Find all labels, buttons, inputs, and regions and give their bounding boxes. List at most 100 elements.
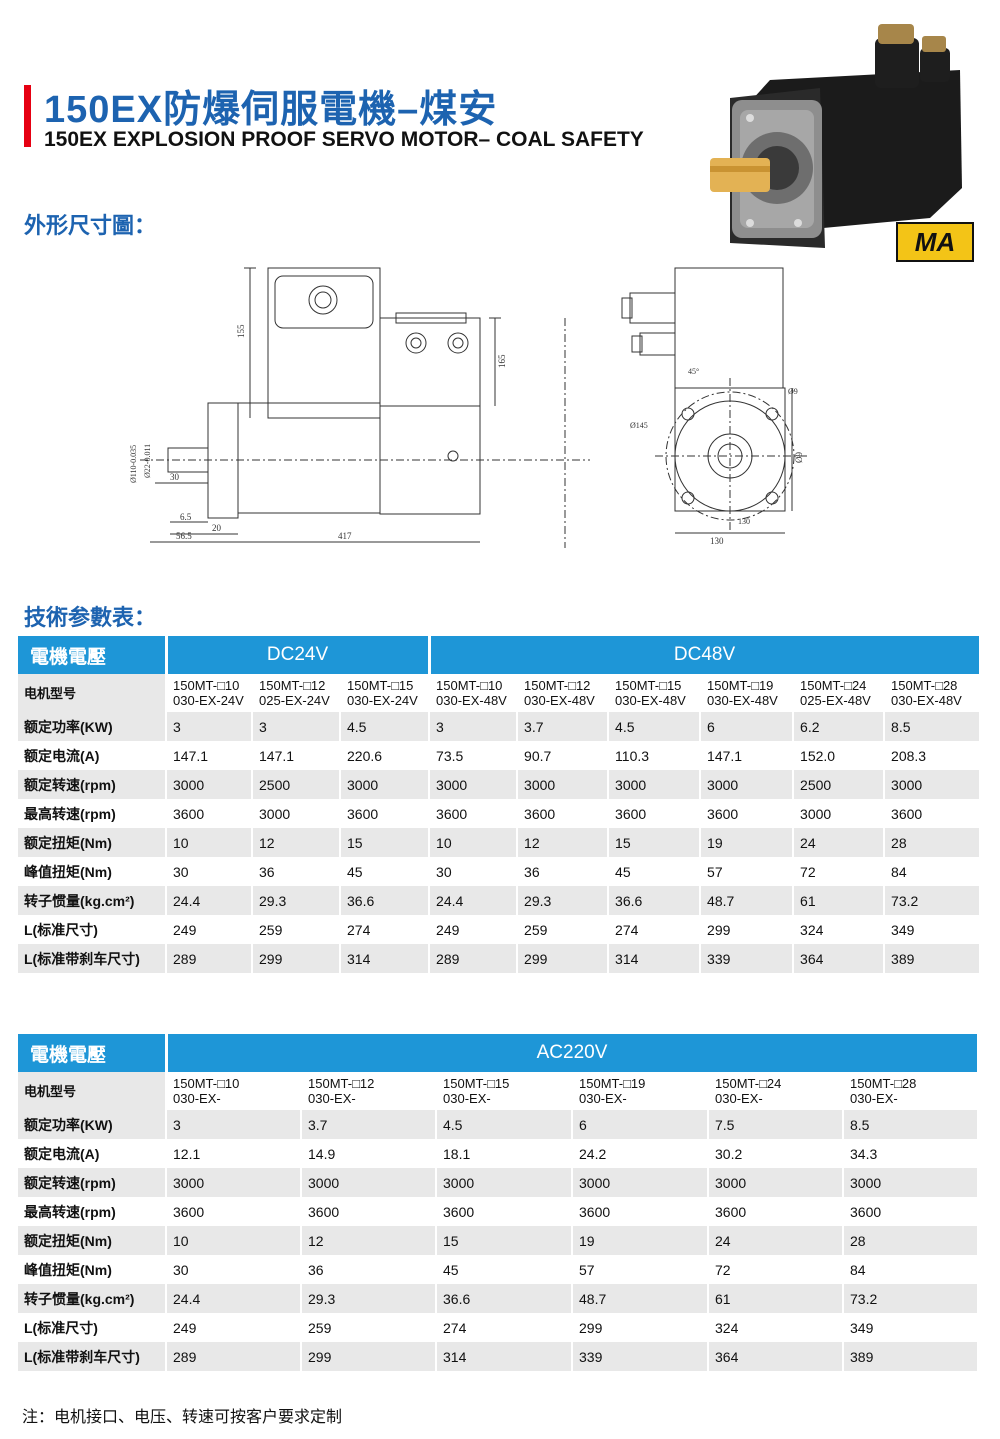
value-cell: 299 bbox=[572, 1313, 709, 1342]
row-label: L(标准带刹车尺寸) bbox=[18, 944, 167, 973]
value-cell: 61 bbox=[793, 886, 886, 915]
value-cell: 3 bbox=[252, 712, 341, 741]
value-cell: 3000 bbox=[700, 770, 795, 799]
dim-20: 20 bbox=[212, 523, 222, 533]
row-label: 额定电流(A) bbox=[18, 741, 167, 770]
value-cell: 3000 bbox=[166, 770, 253, 799]
value-cell: 30 bbox=[166, 1255, 302, 1284]
model-line: 030-EX-24V bbox=[173, 693, 244, 708]
value-cell: 8.5 bbox=[884, 712, 982, 741]
motor-photo bbox=[710, 24, 962, 248]
value-cell: 314 bbox=[340, 944, 431, 973]
dim-d22: Ø22-0.011 bbox=[143, 444, 152, 478]
value-cell: 364 bbox=[708, 1342, 844, 1371]
value-cell: 19 bbox=[700, 828, 795, 857]
row-label: L(标准尺寸) bbox=[18, 915, 167, 944]
value-cell: 3000 bbox=[884, 770, 982, 799]
value-cell: 299 bbox=[301, 1342, 437, 1371]
value-cell: 36.6 bbox=[436, 1284, 573, 1313]
dim-30: 30 bbox=[170, 472, 180, 482]
model-line: 025-EX-24V bbox=[259, 693, 330, 708]
value-cell: 3000 bbox=[517, 770, 610, 799]
value-cell: 15 bbox=[340, 828, 431, 857]
model-line: 030-EX-24V bbox=[347, 693, 418, 708]
value-cell: 15 bbox=[436, 1226, 573, 1255]
value-cell: 3000 bbox=[843, 1168, 979, 1197]
value-cell: 3600 bbox=[884, 799, 982, 828]
value-cell: 24 bbox=[708, 1226, 844, 1255]
value-cell: 3000 bbox=[572, 1168, 709, 1197]
model-line: 150MT-□12 bbox=[524, 678, 591, 693]
value-cell: 48.7 bbox=[700, 886, 795, 915]
value-cell: 48.7 bbox=[572, 1284, 709, 1313]
voltage-group: AC220V bbox=[166, 1034, 980, 1072]
value-cell: 3600 bbox=[429, 799, 519, 828]
value-cell: 3600 bbox=[517, 799, 610, 828]
row-label: 额定功率(KW) bbox=[18, 1110, 167, 1139]
model-line: 030-EX- bbox=[579, 1091, 627, 1106]
value-cell: 3600 bbox=[700, 799, 795, 828]
value-cell: 299 bbox=[700, 915, 795, 944]
value-cell: 6.2 bbox=[793, 712, 886, 741]
drawing-section-title: 外形尺寸圖： bbox=[24, 213, 157, 238]
value-cell: 24.4 bbox=[429, 886, 519, 915]
value-cell: 349 bbox=[884, 915, 982, 944]
model-line: 150MT-□10 bbox=[436, 678, 503, 693]
value-cell: 3 bbox=[166, 712, 253, 741]
model-line: 030-EX- bbox=[850, 1091, 898, 1106]
value-cell: 274 bbox=[340, 915, 431, 944]
row-label: 转子惯量(kg.cm²) bbox=[18, 1284, 167, 1313]
value-cell: 3600 bbox=[301, 1197, 437, 1226]
value-cell: 29.3 bbox=[252, 886, 341, 915]
value-cell: 73.2 bbox=[843, 1284, 979, 1313]
value-cell: 12 bbox=[252, 828, 341, 857]
value-cell: 3.7 bbox=[517, 712, 610, 741]
value-cell: 73.2 bbox=[884, 886, 982, 915]
value-cell: 24.4 bbox=[166, 1284, 302, 1313]
value-cell: 36 bbox=[301, 1255, 437, 1284]
title-accent-bar bbox=[24, 85, 31, 147]
dim-d145: Ø145 bbox=[630, 421, 648, 430]
value-cell: 12.1 bbox=[166, 1139, 302, 1168]
value-cell: 6 bbox=[572, 1110, 709, 1139]
dim-front-130: 130 bbox=[710, 536, 724, 546]
value-cell: 220.6 bbox=[340, 741, 431, 770]
model-line: 150MT-□28 bbox=[850, 1076, 917, 1091]
model-line: 030-EX-48V bbox=[436, 693, 507, 708]
value-cell: 28 bbox=[884, 828, 982, 857]
dim-56-5: 56.5 bbox=[176, 531, 192, 541]
value-cell: 289 bbox=[166, 1342, 302, 1371]
value-cell: 24.4 bbox=[166, 886, 253, 915]
dim-front-height-130: Ø9 bbox=[794, 452, 804, 463]
value-cell: 259 bbox=[517, 915, 610, 944]
value-cell: 349 bbox=[843, 1313, 979, 1342]
value-cell: 259 bbox=[301, 1313, 437, 1342]
ma-certification-badge: MA bbox=[896, 222, 974, 262]
value-cell: 6 bbox=[700, 712, 795, 741]
value-cell: 8.5 bbox=[843, 1110, 979, 1139]
model-line: 150MT-□15 bbox=[347, 678, 414, 693]
value-cell: 3600 bbox=[708, 1197, 844, 1226]
model-line: 150MT-□24 bbox=[715, 1076, 782, 1091]
value-cell: 289 bbox=[166, 944, 253, 973]
value-cell: 24 bbox=[793, 828, 886, 857]
value-cell: 30 bbox=[429, 857, 519, 886]
value-cell: 30.2 bbox=[708, 1139, 844, 1168]
value-cell: 3000 bbox=[436, 1168, 573, 1197]
